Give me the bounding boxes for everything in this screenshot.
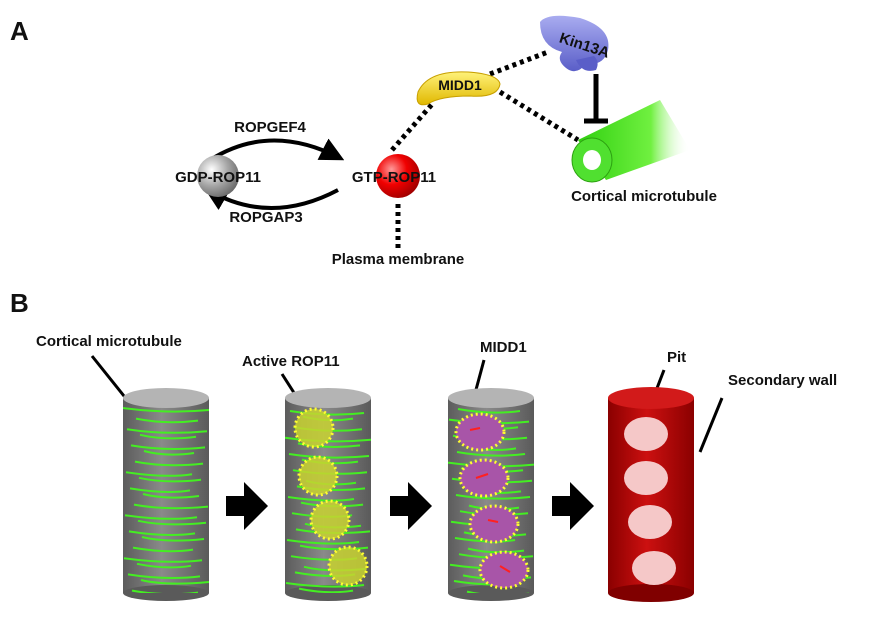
step-arrow-1: [226, 482, 268, 530]
microtubule-strand: [142, 493, 200, 499]
microtubule-strand: [289, 410, 365, 416]
b-secondary-wall-pointer: [698, 397, 724, 453]
microtubule-strand: [129, 487, 191, 493]
rop11-patch: [293, 407, 335, 449]
b-cortical-microtubule-label: Cortical microtubule: [36, 333, 182, 350]
kin13a-protein: [540, 15, 609, 72]
microtubule-strand: [287, 496, 355, 502]
microtubule-strand: [123, 557, 203, 563]
microtubule-strand: [298, 587, 354, 593]
microtubule-fragment: [487, 519, 499, 523]
microtubule-strand: [125, 471, 193, 477]
microtubule-strand: [134, 460, 204, 467]
microtubule-fragment: [499, 565, 511, 573]
midd1-kin13a-dotted-link: [489, 49, 549, 77]
microtubule-strand: [141, 536, 205, 542]
microtubule-fragment: [469, 427, 481, 431]
ropgap3-arrow: [203, 187, 339, 211]
ropgef4-label: ROPGEF4: [234, 119, 306, 136]
rop11-patch: [297, 455, 339, 497]
step-arrow-2: [390, 482, 432, 530]
microtubule-strand: [124, 514, 198, 520]
microtubule-strand: [285, 436, 371, 443]
pit: [624, 417, 668, 451]
midd1-patch: [458, 458, 510, 498]
gtp-rop11-sphere: [376, 154, 420, 198]
microtubule-strand: [135, 417, 199, 424]
gdp-rop11-label: GDP-ROP11: [175, 169, 261, 186]
microtubule-strand: [138, 476, 202, 483]
rop-midd1-dotted-link: [390, 100, 436, 152]
microtubule-strand: [126, 428, 208, 434]
pit: [628, 505, 672, 539]
plasma-membrane-label: Plasma membrane: [332, 251, 465, 268]
microtubule-strand: [299, 544, 369, 551]
b-active-rop11-label: Active ROP11: [242, 353, 340, 370]
panel-a-letter: A: [10, 16, 29, 46]
microtubule-fragment: [475, 473, 489, 479]
gtp-rop11-label: GTP-ROP11: [352, 169, 436, 186]
microtubule-strand: [456, 451, 526, 457]
microtubule-strand: [286, 539, 360, 545]
midd1-microtubule-dotted-link: [498, 89, 580, 143]
midd1-label: MIDD1: [438, 77, 482, 93]
pit: [624, 461, 668, 495]
cortical-microtubule-label: Cortical microtubule: [571, 188, 717, 205]
ropgef4-arrow: [208, 138, 345, 162]
microtubule-strand: [288, 453, 370, 459]
microtubule-strand: [132, 546, 194, 553]
midd1-patch: [478, 550, 530, 590]
microtubule-strand: [131, 589, 199, 593]
panel-b-letter: B: [10, 288, 29, 318]
midd1-patch: [454, 412, 506, 452]
cell-cylinder-2: [285, 388, 371, 601]
cell-cylinder-4: [608, 387, 694, 602]
rop11-patch: [309, 499, 351, 541]
microtubule-strand: [143, 450, 195, 456]
microtubule-strand: [457, 408, 521, 414]
step-arrow-3: [552, 482, 594, 530]
midd1-protein: [416, 71, 501, 106]
b-secondary-wall-label: Secondary wall: [728, 372, 837, 389]
microtubule-strand: [467, 547, 525, 554]
microtubule-strand: [128, 530, 196, 536]
microtubule-strand: [123, 407, 209, 413]
microtubule-strand: [285, 582, 365, 588]
microtubule-strand: [466, 590, 529, 593]
cell-cylinder-1: [123, 388, 209, 601]
rop11-patch: [327, 545, 369, 587]
microtubule-strand: [139, 433, 197, 440]
microtubule-strand: [133, 503, 209, 510]
cell-cylinder-3: [448, 388, 534, 601]
pit: [632, 551, 676, 585]
microtubule-strand: [136, 562, 192, 569]
midd1-patch: [468, 504, 520, 544]
microtubule-strand: [127, 573, 201, 579]
microtubule-lines-1: [123, 407, 209, 593]
cortical-microtubule-tube: [571, 100, 690, 183]
microtubule-strand: [454, 537, 516, 543]
microtubule-strand: [140, 579, 209, 585]
b-pit-label: Pit: [667, 349, 686, 366]
microtubule-strand: [137, 519, 207, 526]
microtubule-strand: [130, 444, 206, 450]
b-midd1-label: MIDD1: [480, 339, 527, 356]
microtubule-strand: [455, 494, 531, 500]
gdp-rop11-sphere: [197, 155, 239, 197]
ropgap3-label: ROPGAP3: [229, 209, 302, 226]
